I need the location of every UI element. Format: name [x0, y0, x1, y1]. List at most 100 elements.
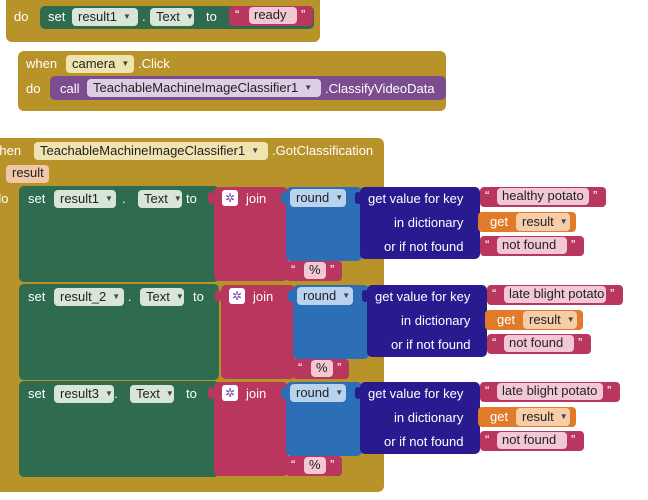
top-set-label: set	[48, 9, 66, 24]
component-name: result_2	[60, 289, 107, 304]
call-label: call	[60, 81, 80, 96]
round-name: round	[296, 385, 330, 400]
component-dropdown[interactable]: result_2 ▼	[54, 288, 124, 306]
percent-value[interactable]: %	[304, 457, 326, 474]
dot-label: .	[114, 386, 118, 401]
got-event-name: .GotClassification	[272, 143, 374, 158]
dictionary-lookup-block[interactable]	[360, 382, 480, 454]
result-param[interactable]: result	[6, 165, 49, 183]
join-socket-nub	[208, 387, 214, 399]
not-found-value[interactable]: not found	[497, 237, 567, 254]
gear-icon[interactable]: ✲	[229, 288, 245, 304]
top-to-label: to	[206, 9, 217, 24]
not-found-text-block[interactable]: “not found”	[480, 431, 584, 451]
top-component-dropdown[interactable]: result1▼	[72, 8, 138, 26]
get-label: get	[497, 312, 516, 327]
variable-name: result	[522, 409, 554, 424]
chevron-down-icon: ▼	[559, 412, 568, 421]
percent-value[interactable]: %	[304, 262, 326, 279]
gear-icon[interactable]: ✲	[222, 190, 238, 206]
not-found-label: or if not found	[391, 337, 471, 352]
close-quote: ”	[330, 457, 335, 472]
key-text-block[interactable]: “late blight potato”	[487, 285, 623, 305]
chevron-down-icon: ▼	[165, 389, 174, 398]
got-when-label: when	[0, 143, 22, 158]
key-value[interactable]: healthy potato	[497, 188, 589, 205]
top-property-dropdown[interactable]: Text ▼	[150, 8, 194, 26]
open-quote: “	[298, 360, 303, 375]
get-label: get	[490, 409, 509, 424]
call-method-name: .ClassifyVideoData	[325, 81, 435, 96]
chevron-down-icon: ▼	[185, 12, 194, 21]
join-socket-nub	[208, 192, 214, 204]
component-dropdown[interactable]: result3▼	[54, 385, 114, 403]
percent-text-block[interactable]: “%”	[293, 359, 349, 379]
variable-dropdown[interactable]: result ▼	[516, 408, 570, 426]
dictionary-lookup-block[interactable]	[367, 285, 487, 357]
top-text-value[interactable]: ready	[249, 7, 297, 24]
percent-value[interactable]: %	[311, 360, 333, 377]
variable-name: result	[529, 312, 561, 327]
not-found-value[interactable]: not found	[497, 432, 567, 449]
top-text-block[interactable]: “ ready ”	[229, 6, 313, 26]
not-found-text-block[interactable]: “not found”	[487, 334, 591, 354]
percent-text-block[interactable]: “%”	[286, 456, 342, 476]
round-dropdown[interactable]: round▼	[297, 287, 353, 305]
component-dropdown[interactable]: result1▼	[54, 190, 116, 208]
chevron-down-icon: ▼	[112, 292, 121, 301]
dictionary-lookup-block[interactable]	[360, 187, 480, 259]
camera-when-label: when	[26, 56, 58, 71]
join-label: join	[246, 191, 267, 206]
gear-icon[interactable]: ✲	[222, 385, 238, 401]
call-target-name: TeachableMachineImageClassifier1	[93, 80, 299, 95]
percent-text-block[interactable]: “%”	[286, 261, 342, 281]
set-block[interactable]	[19, 381, 219, 477]
key-value[interactable]: late blight potato	[504, 286, 606, 303]
join-socket-nub	[215, 290, 221, 302]
open-quote: “	[485, 383, 490, 398]
set-label: set	[28, 386, 46, 401]
variable-dropdown[interactable]: result▼	[516, 213, 570, 231]
camera-do-label: do	[26, 81, 41, 96]
lookup-socket-nub	[355, 192, 361, 204]
property-name: Text	[144, 191, 168, 206]
dot-label: .	[128, 289, 132, 304]
set-label: set	[28, 289, 46, 304]
key-text-block[interactable]: “healthy potato”	[480, 187, 606, 207]
open-quote: “	[485, 188, 490, 203]
get-variable-block[interactable]: get result▼	[485, 310, 583, 330]
property-dropdown[interactable]: Text▼	[138, 190, 182, 208]
join-label: join	[246, 386, 267, 401]
got-component-dropdown[interactable]: TeachableMachineImageClassifier1▼	[34, 142, 268, 160]
property-dropdown[interactable]: Text▼	[140, 288, 184, 306]
round-dropdown[interactable]: round▼	[290, 384, 346, 402]
key-value[interactable]: late blight potato	[497, 383, 603, 400]
get-variable-block[interactable]: get result ▼	[478, 407, 576, 427]
close-quote: ”	[578, 335, 583, 350]
close-quote: ”	[301, 7, 306, 22]
property-dropdown[interactable]: Text ▼	[130, 385, 174, 403]
call-target-dropdown[interactable]: TeachableMachineImageClassifier1▼	[87, 79, 321, 97]
in-dictionary-label: in dictionary	[401, 313, 471, 328]
top-dot: .	[142, 9, 146, 24]
variable-name: result	[522, 214, 554, 229]
not-found-text-block[interactable]: “not found”	[480, 236, 584, 256]
key-text-block[interactable]: “ late blight potato ”	[480, 382, 620, 402]
variable-dropdown[interactable]: result▼	[523, 311, 577, 329]
property-name: Text	[136, 386, 160, 401]
open-quote: “	[485, 432, 490, 447]
set-block[interactable]	[19, 186, 219, 282]
close-quote: ”	[607, 383, 612, 398]
top-property-name: Text	[156, 9, 180, 24]
chevron-down-icon: ▼	[105, 389, 113, 398]
not-found-value[interactable]: not found	[504, 335, 574, 352]
property-name: Text	[146, 289, 170, 304]
camera-component-dropdown[interactable]: camera▼	[66, 55, 134, 73]
round-socket-nub	[281, 192, 287, 204]
round-dropdown[interactable]: round▼	[290, 189, 346, 207]
chevron-down-icon: ▼	[342, 291, 351, 300]
component-name: result1	[60, 191, 100, 206]
round-socket-nub	[281, 387, 287, 399]
close-quote: ”	[571, 237, 576, 252]
